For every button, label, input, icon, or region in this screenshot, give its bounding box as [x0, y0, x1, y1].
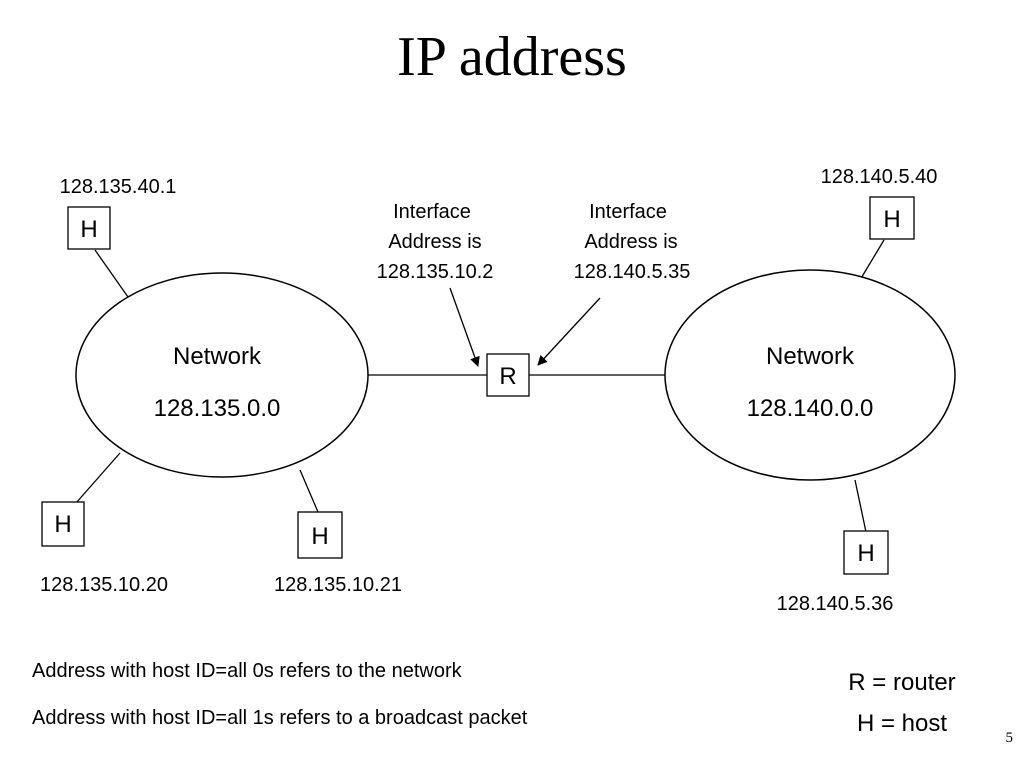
host-box: [41, 501, 85, 547]
host-2: H: [41, 501, 85, 547]
host-symbol: H: [857, 540, 874, 567]
interface-annotation-right: Interface Address is 128.140.5.35: [574, 201, 691, 283]
page-number: 5: [1006, 730, 1014, 746]
arrow-left-interface: [449, 287, 480, 367]
interface-label: Interface: [393, 201, 471, 223]
link-host-5: [854, 479, 867, 533]
interface-label: Address is: [584, 231, 677, 253]
interface-label: Address is: [388, 231, 481, 253]
host-3-address: 128.135.10.21: [274, 574, 402, 596]
host-symbol: H: [311, 523, 328, 550]
network-right-address: 128.140.0.0: [747, 395, 874, 422]
note-broadcast-address: Address with host ID=all 1s refers to a …: [32, 707, 528, 729]
link-host-4: [859, 239, 885, 281]
network-right: [664, 269, 956, 481]
network-right-label: Network: [766, 343, 855, 370]
network-left: [75, 272, 369, 478]
legend-router: R = router: [848, 669, 955, 696]
host-5-address: 128.140.5.36: [777, 593, 894, 615]
arrow-right-interface: [537, 297, 601, 366]
host-symbol: H: [54, 511, 71, 538]
host-3: H: [297, 511, 343, 559]
host-box: [297, 511, 343, 559]
host-symbol: H: [80, 216, 97, 243]
slide-title: IP address: [397, 26, 627, 88]
interface-address: 128.140.5.35: [574, 261, 691, 283]
router-symbol: R: [499, 363, 516, 390]
network-left-address: 128.135.0.0: [154, 395, 281, 422]
network-left-label: Network: [173, 343, 262, 370]
interface-address: 128.135.10.2: [377, 261, 494, 283]
interface-annotation-left: Interface Address is 128.135.10.2: [377, 201, 494, 283]
link-host-1: [94, 249, 129, 298]
router-box: [486, 353, 530, 397]
interface-label: Interface: [589, 201, 667, 223]
note-network-address: Address with host ID=all 0s refers to th…: [32, 660, 463, 682]
host-1: H: [67, 206, 111, 250]
host-1-address: 128.135.40.1: [60, 176, 177, 198]
link-host-3: [299, 469, 319, 513]
host-box: [869, 196, 915, 240]
host-4: H: [869, 196, 915, 240]
host-box: [843, 530, 889, 575]
host-symbol: H: [883, 206, 900, 233]
host-2-address: 128.135.10.20: [40, 574, 168, 596]
host-box: [67, 206, 111, 250]
host-5: H: [843, 530, 889, 575]
host-4-address: 128.140.5.40: [821, 166, 938, 188]
link-host-2: [75, 452, 121, 504]
legend-host: H = host: [857, 710, 947, 737]
